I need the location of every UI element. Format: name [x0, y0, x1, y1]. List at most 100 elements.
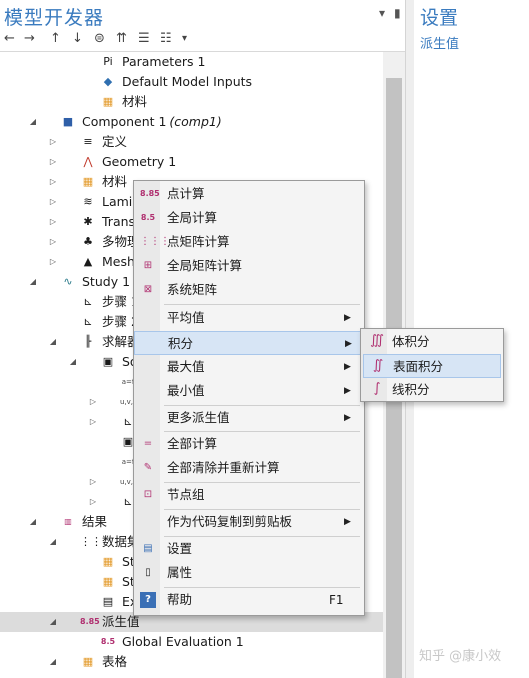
move-down-icon[interactable]: ↓	[72, 31, 83, 46]
tree-item-label: Parameters 1	[122, 54, 206, 69]
menu-item-more-derived-values[interactable]: 更多派生值▶	[134, 406, 364, 430]
submenu-item-surface-integration[interactable]: ∬表面积分	[363, 354, 501, 378]
tree-item-label: Study 1	[82, 274, 131, 289]
collapse-toggle-icon[interactable]: ◢	[49, 337, 57, 346]
component-tag: (comp1)	[169, 114, 222, 129]
menu-separator	[164, 431, 360, 432]
move-up-icon[interactable]: ↑	[50, 31, 61, 46]
tree-item-geometry[interactable]: ▷⋀Geometry 1	[0, 152, 383, 172]
collapse-all-icon[interactable]: ☰	[138, 31, 150, 46]
multiphysics-icon: ♣	[83, 235, 93, 248]
tree-item-study[interactable]: ◢∿Study 1	[0, 272, 383, 292]
tables-icon: ▦	[82, 655, 94, 668]
derived-values-icon: 8.85	[80, 617, 100, 626]
show-icon[interactable]: ⊜	[94, 31, 105, 46]
tree-item-materials[interactable]: ▷▦材料	[0, 172, 383, 192]
panel-menu-icon[interactable]: ▾	[379, 6, 386, 20]
collapse-toggle-icon[interactable]: ◢	[29, 277, 37, 286]
menu-item-maximum[interactable]: 最大值▶	[134, 355, 364, 379]
menu-item-copy-as-code[interactable]: 作为代码复制到剪贴板▶	[134, 510, 364, 534]
pin-icon[interactable]: ▮	[394, 6, 401, 20]
expand-toggle-icon[interactable]: ▷	[89, 397, 97, 406]
collapse-toggle-icon[interactable]: ◢	[29, 117, 37, 126]
menu-separator	[164, 536, 360, 537]
tree-item-tables[interactable]: ◢ ▦ 表格	[0, 652, 383, 672]
dependent-variables-icon: u,v,w	[120, 478, 139, 486]
tree-item-component[interactable]: ◢ ■ Component 1(comp1)	[0, 112, 383, 132]
menu-item-label: 全局计算	[167, 210, 218, 225]
expand-toggle-icon[interactable]: ▷	[89, 497, 97, 506]
tree-item-definitions[interactable]: ▷≡定义	[0, 132, 383, 152]
submenu-arrow-icon: ▶	[344, 386, 351, 396]
tree-item-label: 材料	[102, 174, 128, 189]
help-icon: ?	[140, 592, 156, 608]
expand-toggle-icon[interactable]: ▷	[49, 237, 57, 246]
submenu-item-line-integration[interactable]: ∫线积分	[363, 378, 501, 402]
menu-item-minimum[interactable]: 最小值 ▶	[134, 379, 364, 403]
expand-sections-icon[interactable]: ⇈	[116, 31, 127, 46]
menu-separator	[164, 587, 360, 588]
menu-item-label: 系统矩阵	[167, 282, 218, 297]
clear-and-evaluate-all-icon: ✎	[143, 462, 153, 473]
expand-toggle-icon[interactable]: ▷	[49, 257, 57, 266]
menu-item-global-matrix-evaluation[interactable]: ⊞全局矩阵计算	[134, 254, 364, 278]
submenu-arrow-icon: ▶	[344, 362, 351, 372]
tree-item-label: 表格	[102, 654, 128, 669]
menu-item-point-matrix-evaluation[interactable]: ⋮⋮⋮点矩阵计算	[134, 230, 364, 254]
menu-item-label: 更多派生值	[167, 410, 230, 425]
menu-item-settings[interactable]: ▤设置	[134, 537, 364, 561]
evaluate-all-icon: =	[143, 438, 153, 449]
expand-toggle-icon[interactable]: ▷	[49, 197, 57, 206]
expand-toggle-icon[interactable]: ▷	[89, 477, 97, 486]
expand-toggle-icon[interactable]: ▷	[49, 157, 57, 166]
tree-item-results[interactable]: ◢▥结果	[0, 512, 383, 532]
component-icon: ■	[62, 115, 74, 128]
menu-item-properties[interactable]: ▯属性	[134, 561, 364, 585]
tree-item-label: Component 1	[82, 114, 167, 129]
geometry-icon: ⋀	[83, 155, 93, 168]
global-evaluation-icon: 8.5	[100, 637, 116, 646]
collapse-toggle-icon[interactable]: ◢	[69, 357, 77, 366]
collapse-toggle-icon[interactable]: ◢	[49, 617, 57, 626]
collapse-toggle-icon[interactable]: ◢	[49, 537, 57, 546]
tree-item-label: 派生值	[102, 614, 140, 629]
back-icon[interactable]: ←	[4, 31, 15, 46]
collapse-toggle-icon[interactable]: ◢	[49, 657, 57, 666]
submenu-item-label: 表面积分	[393, 359, 444, 374]
context-menu-icon-strip	[134, 181, 160, 615]
solver-config-icon: ╟	[84, 335, 92, 348]
tree-item-label: 结果	[82, 514, 108, 529]
tree-item-materials[interactable]: ▦材料	[0, 92, 383, 112]
expand-toggle-icon[interactable]: ▷	[49, 137, 57, 146]
menu-item-label: 最小值	[167, 383, 205, 398]
collapse-toggle-icon[interactable]: ◢	[29, 517, 37, 526]
menu-item-integration[interactable]: 积分▶	[134, 331, 364, 355]
expand-toggle-icon[interactable]: ▷	[89, 417, 97, 426]
view-options-icon[interactable]: ☷	[160, 31, 172, 46]
forward-icon[interactable]: →	[24, 31, 35, 46]
menu-item-evaluate-all[interactable]: =全部计算	[134, 432, 364, 456]
menu-item-label: 点矩阵计算	[167, 234, 230, 249]
tree-item-label: 定义	[102, 134, 128, 149]
menu-item-node-group[interactable]: ⊡节点组	[134, 483, 364, 507]
submenu-item-volume-integration[interactable]: ∭体积分	[363, 330, 501, 354]
menu-item-label: 帮助	[167, 592, 193, 607]
menu-separator	[164, 509, 360, 510]
menu-item-average[interactable]: 平均值▶	[134, 306, 364, 330]
stationary-solver-icon: ⊾	[123, 495, 133, 508]
menu-item-clear-and-evaluate-all[interactable]: ✎全部清除并重新计算	[134, 456, 364, 480]
menu-item-system-matrix[interactable]: ⊠系统矩阵	[134, 278, 364, 302]
tree-item-default-model-inputs[interactable]: ◆Default Model Inputs	[0, 72, 383, 92]
toolbar-dropdown-icon[interactable]: ▾	[182, 33, 188, 44]
expand-toggle-icon[interactable]: ▷	[49, 177, 57, 186]
tree-item-datasets[interactable]: ◢⋮⋮数据集	[0, 532, 383, 552]
exterior-dataset-icon: ▤	[102, 595, 114, 608]
expand-toggle-icon[interactable]: ▷	[49, 217, 57, 226]
